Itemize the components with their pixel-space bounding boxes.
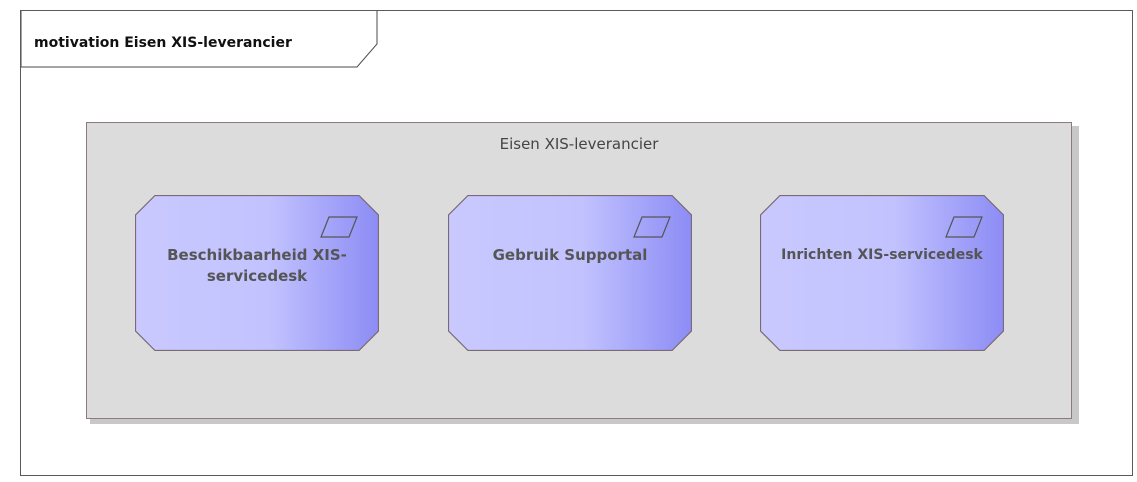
requirement-gebruik-supportal[interactable]: Gebruik Supportal bbox=[448, 195, 692, 351]
requirement-icon bbox=[320, 216, 358, 238]
requirement-label: Beschikbaarheid XIS-servicedesk bbox=[167, 246, 347, 285]
requirement-icon bbox=[945, 216, 983, 238]
requirement-label: Gebruik Supportal bbox=[492, 246, 648, 264]
requirement-beschikbaarheid[interactable]: Beschikbaarheid XIS-servicedesk bbox=[135, 195, 379, 351]
requirement-label: Inrichten XIS-servicedesk bbox=[781, 247, 983, 263]
requirement-shape bbox=[448, 195, 692, 351]
group-label: Eisen XIS-leverancier bbox=[499, 135, 659, 153]
requirement-icon bbox=[633, 216, 671, 238]
requirement-shape bbox=[760, 195, 1004, 351]
diagram-title: motivation Eisen XIS-leverancier bbox=[34, 35, 292, 51]
frame-title-tab bbox=[21, 11, 378, 68]
requirement-shape bbox=[135, 195, 379, 351]
requirement-inrichten[interactable]: Inrichten XIS-servicedesk bbox=[760, 195, 1004, 351]
